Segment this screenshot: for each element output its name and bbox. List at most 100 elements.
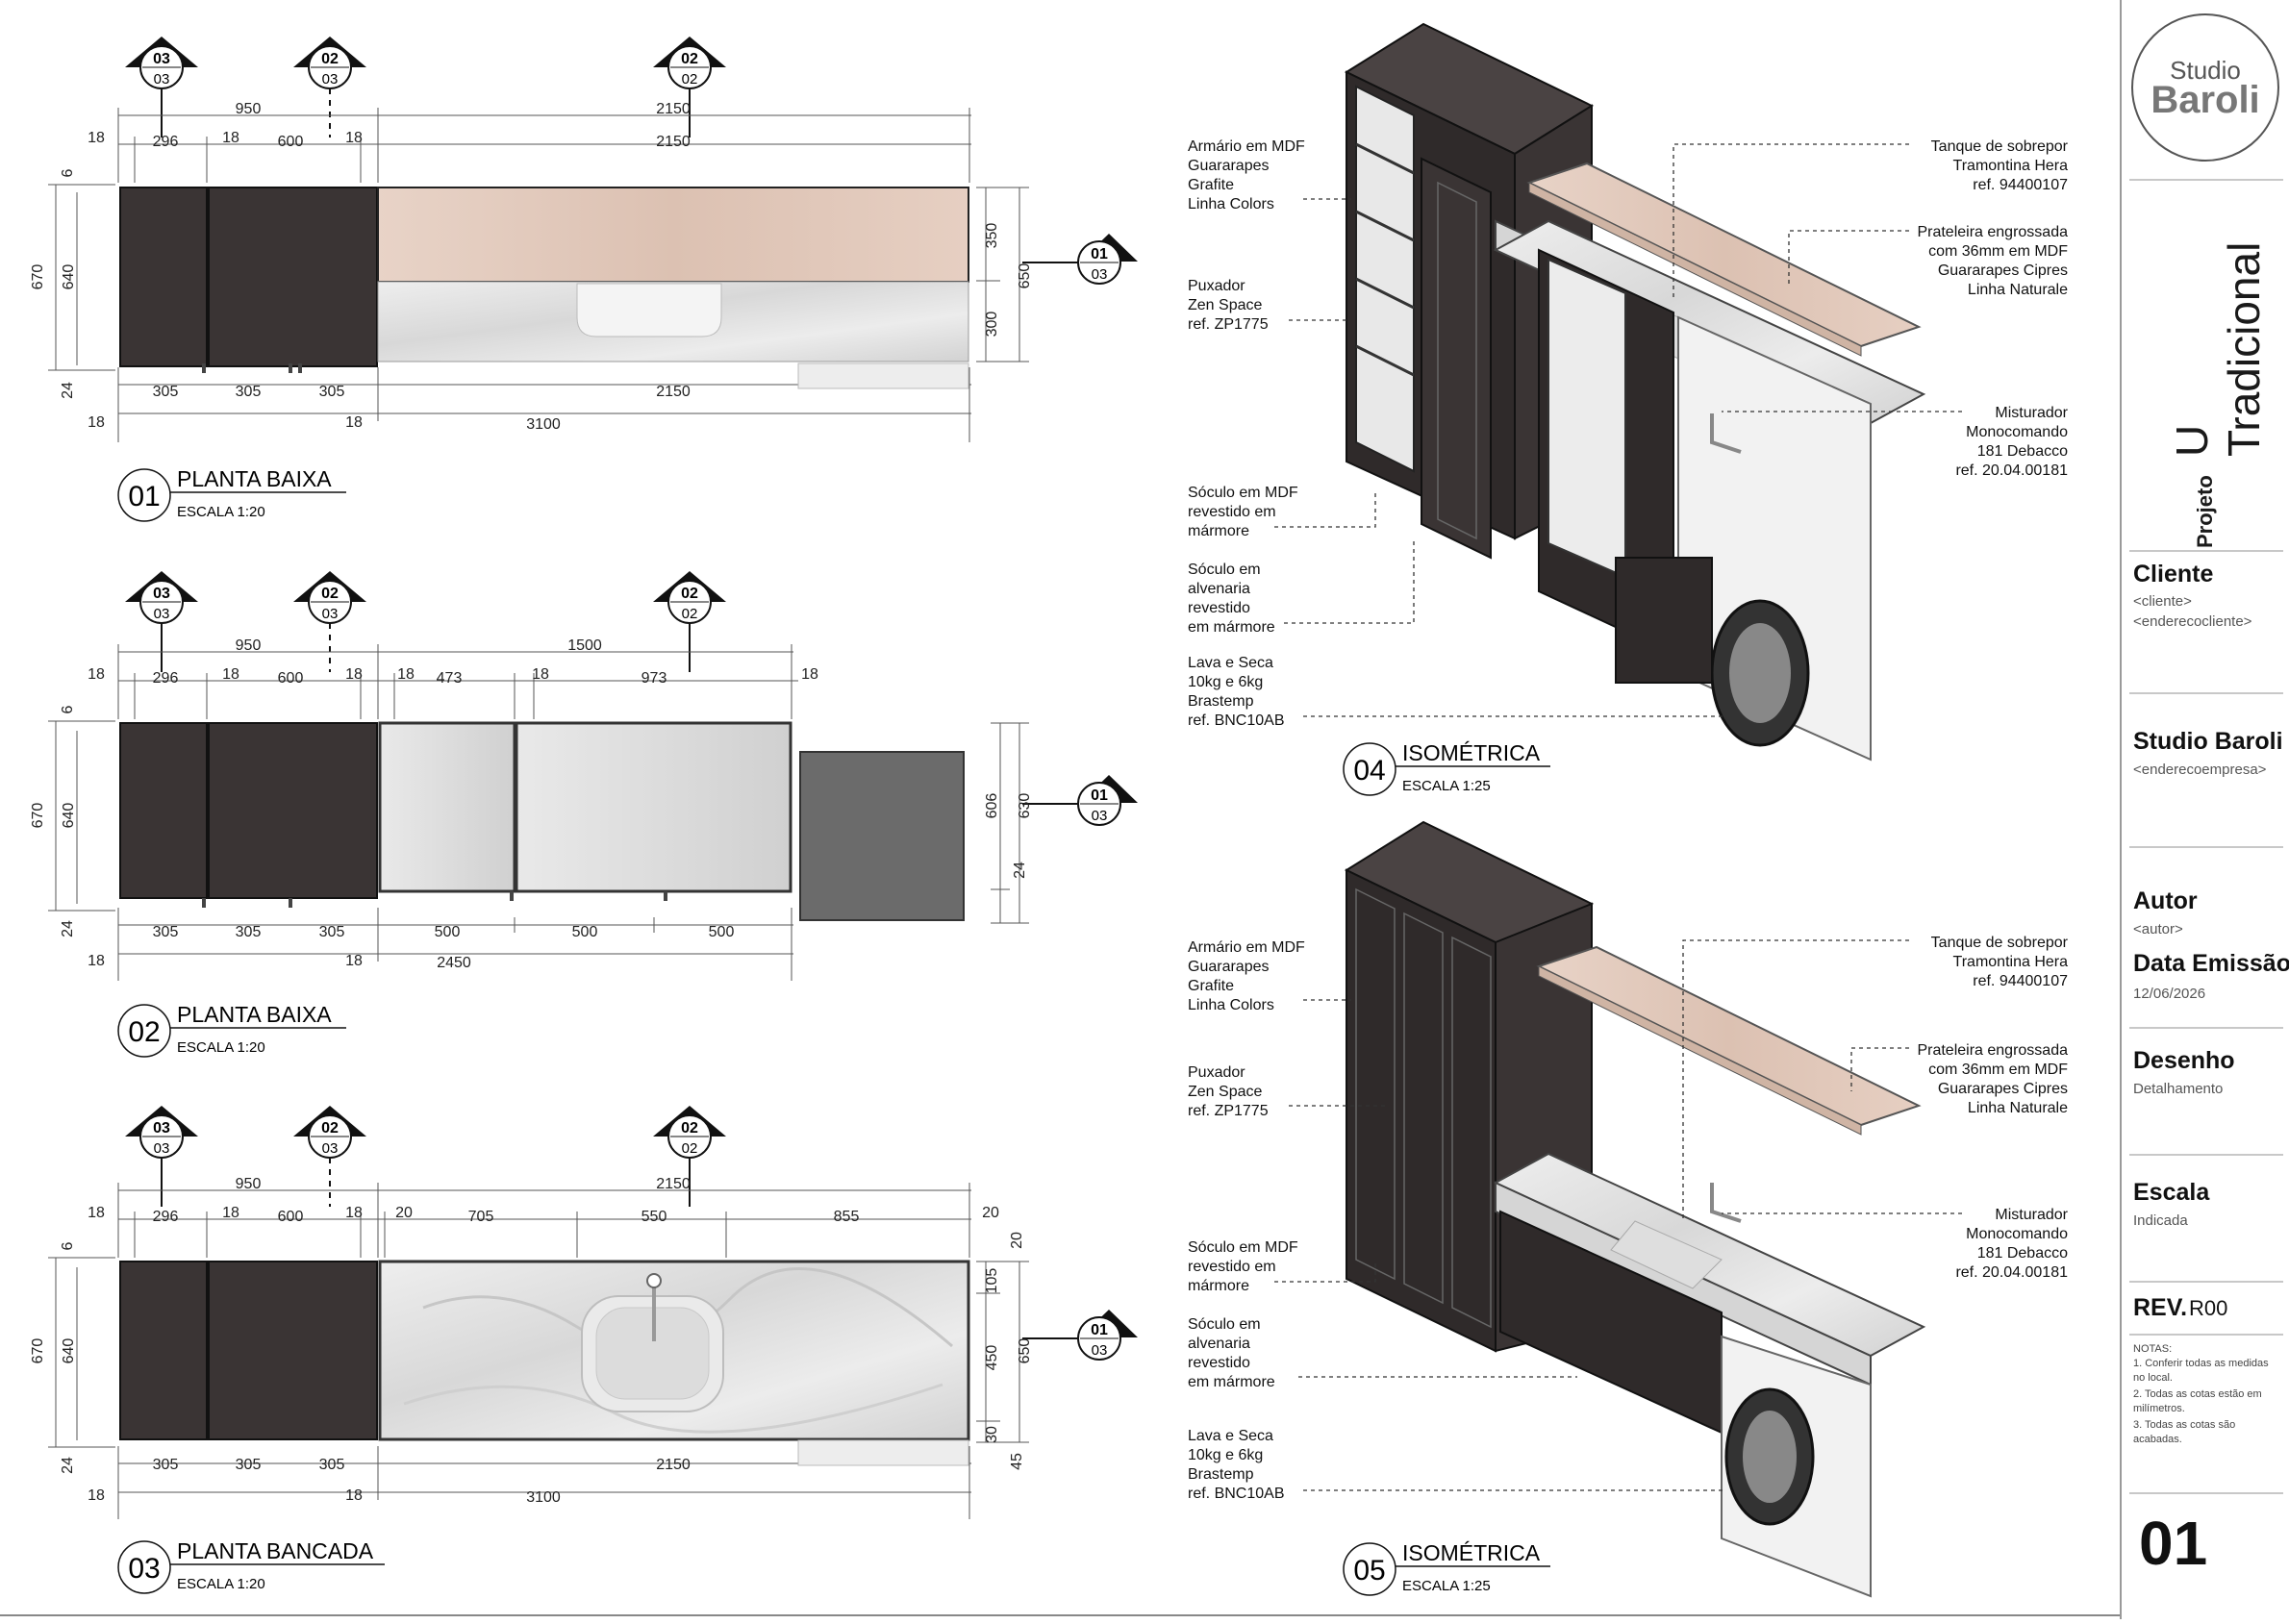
annotation-line: revestido em (1188, 1259, 1276, 1275)
annotation-line: Guararapes Cipres (1938, 262, 2068, 279)
revision-value: R00 (2189, 1296, 2228, 1320)
dim-450: 450 (984, 1345, 1000, 1371)
dim-18: 18 (345, 666, 363, 683)
marker-bottom: 03 (322, 1140, 339, 1157)
annotation-line: Prateleira engrossada (1917, 1042, 2068, 1059)
view-02-plan: 03 03 02 03 02 02 01 03 (30, 571, 1138, 1058)
annotation-plinth-masonry-05: Sóculo em alvenaria revestido em mármore (1188, 1316, 1275, 1390)
annotation-line: 181 Debacco (1977, 443, 2068, 460)
dim-350: 350 (984, 223, 1000, 249)
revision-label: REV. (2133, 1294, 2188, 1321)
annotation-line: ref. ZP1775 (1188, 316, 1269, 333)
annotation-line: Linha Naturale (1968, 1100, 2068, 1116)
view-number: 04 (1353, 755, 1385, 787)
dim-650: 650 (1017, 1338, 1033, 1364)
marker-top: 03 (153, 51, 170, 67)
tall-cabinet-front (1346, 868, 1497, 1353)
dim-973: 973 (641, 670, 667, 687)
dim-18: 18 (88, 666, 105, 683)
view-title: PLANTA BAIXA (177, 1002, 332, 1027)
dim-3100: 3100 (526, 416, 561, 433)
dim-18: 18 (345, 1205, 363, 1221)
dim-105: 105 (984, 1268, 1000, 1294)
dim-600: 600 (278, 670, 304, 687)
view-scale: ESCALA 1:20 (177, 504, 265, 520)
dim-670: 670 (30, 1338, 46, 1364)
section-marker-01-03: 01 03 (1022, 234, 1138, 285)
annotation-line: ref. BNC10AB (1188, 712, 1284, 729)
annotation-line: com 36mm em MDF (1928, 1062, 2068, 1078)
logo-line-1: Studio (2170, 56, 2241, 85)
dim-640: 640 (61, 1338, 77, 1364)
cabinet-door-right (208, 722, 378, 899)
dim-3100: 3100 (526, 1489, 561, 1506)
sink-basin (1610, 1220, 1723, 1289)
dim-305: 305 (236, 384, 262, 400)
annotation-line: mármore (1188, 523, 1249, 539)
annotation-line: com 36mm em MDF (1928, 243, 2068, 260)
marker-bottom: 03 (154, 1140, 170, 1157)
annotation-line: Brastemp (1188, 1466, 1254, 1483)
dim-24: 24 (1012, 862, 1028, 879)
scale-label: Escala (2133, 1179, 2210, 1206)
dim-18: 18 (88, 130, 105, 146)
dim-300: 300 (984, 312, 1000, 337)
dim-18: 18 (88, 414, 105, 431)
annotation-mixer-05: Misturador Monocomando 181 Debacco ref. … (1955, 1207, 2068, 1281)
dimension-lines (48, 644, 1029, 981)
dim-305: 305 (236, 924, 262, 940)
annotation-line: Zen Space (1188, 297, 1262, 313)
annotation-line: Misturador (1995, 405, 2068, 421)
annotation-line: Armário em MDF (1188, 138, 1305, 155)
dim-24: 24 (60, 382, 76, 399)
author-value: <autor> (2133, 921, 2183, 937)
dim-473: 473 (437, 670, 463, 687)
view-number: 05 (1353, 1555, 1385, 1587)
dim-650: 650 (1017, 263, 1033, 289)
dim-305: 305 (319, 384, 345, 400)
view-scale: ESCALA 1:25 (1402, 778, 1491, 794)
dim-640: 640 (61, 803, 77, 829)
studio-logo: Studio Baroli (2131, 13, 2279, 162)
dim-296: 296 (153, 134, 179, 150)
marker-bottom: 03 (1092, 808, 1108, 824)
company-address: <enderecoempresa> (2133, 762, 2267, 778)
dim-18: 18 (222, 1205, 239, 1221)
dim-630: 630 (1017, 793, 1033, 819)
dim-640: 640 (61, 264, 77, 290)
annotation-plinth-mdf-04: Sóculo em MDF revestido em mármore (1188, 485, 1298, 539)
sheet-number: 01 (2139, 1509, 2208, 1578)
dim-500: 500 (572, 924, 598, 940)
drawing-value: Detalhamento (2133, 1081, 2224, 1097)
annotation-line: Sóculo em (1188, 562, 1261, 578)
annotation-cabinet-04: Armário em MDF Guararapes Grafite Linha … (1188, 138, 1305, 212)
dim-305: 305 (236, 1457, 262, 1473)
annotation-line: Tanque de sobrepor (1931, 138, 2069, 155)
annotation-line: Monocomando (1966, 1226, 2068, 1242)
dim-2150: 2150 (656, 1457, 691, 1473)
dim-18: 18 (801, 666, 818, 683)
annotation-line: Tramontina Hera (1953, 158, 2069, 174)
dim-855: 855 (834, 1209, 860, 1225)
section-marker-02-02: 02 02 (653, 1106, 726, 1207)
dim-6: 6 (60, 705, 76, 713)
annotation-line: revestido em (1188, 504, 1276, 520)
marker-top: 03 (153, 1120, 170, 1137)
dim-670: 670 (30, 803, 46, 829)
washer-top (797, 362, 969, 389)
title-block: Studio Baroli Projeto U Tradicional Clie… (2120, 0, 2289, 1619)
project-label: Projeto (2193, 475, 2217, 548)
dim-18: 18 (88, 1205, 105, 1221)
view-scale: ESCALA 1:20 (177, 1576, 265, 1592)
author-label: Autor (2133, 887, 2198, 914)
annotation-line: Grafite (1188, 177, 1234, 193)
annotation-line: em mármore (1188, 1374, 1275, 1390)
view-number: 03 (128, 1553, 160, 1585)
dim-500: 500 (435, 924, 461, 940)
faucet-icon (1710, 1183, 1742, 1223)
annotation-line: Tramontina Hera (1953, 954, 2069, 970)
marker-top: 01 (1091, 246, 1108, 262)
dim-30: 30 (984, 1426, 1000, 1443)
marker-top: 01 (1091, 787, 1108, 804)
view-scale: ESCALA 1:25 (1402, 1578, 1491, 1594)
